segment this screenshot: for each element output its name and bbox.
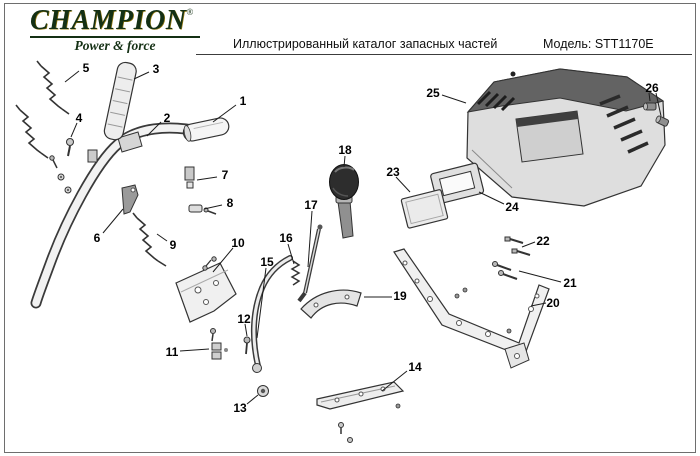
- registered-trademark-icon: ®: [186, 7, 194, 17]
- part-pin-8: [188, 204, 217, 215]
- part-label-4: 4: [76, 111, 83, 125]
- part-label-16: 16: [279, 231, 293, 245]
- part-shift-knob-18: [329, 164, 359, 239]
- part-lower-bracket: [316, 381, 405, 443]
- part-rod-17: [297, 224, 323, 303]
- part-spring-lower-left: [15, 104, 49, 159]
- part-label-5: 5: [83, 61, 90, 75]
- part-bushings: [643, 102, 670, 127]
- part-screws-22: [504, 236, 531, 256]
- part-hand-grip: [182, 117, 230, 142]
- part-support-frame: [393, 248, 550, 369]
- part-label-22: 22: [536, 234, 550, 248]
- part-bracket-7: [184, 166, 195, 189]
- part-label-13: 13: [233, 401, 247, 415]
- part-label-9: 9: [170, 238, 177, 252]
- part-label-21: 21: [563, 276, 577, 290]
- part-upper-grip: [103, 61, 137, 141]
- part-label-10: 10: [231, 236, 245, 250]
- leader-lines: [64, 70, 662, 405]
- part-spring-16: [290, 260, 301, 286]
- part-washer-13: [257, 385, 269, 397]
- part-mounting-plate: [175, 256, 237, 342]
- part-handlebar-tube: [30, 122, 209, 309]
- model-label: Модель: STT1170E: [543, 37, 654, 51]
- brand-name: CHAMPION: [30, 5, 187, 36]
- part-curved-bracket-19: [300, 289, 362, 319]
- part-label-7: 7: [222, 168, 229, 182]
- part-dashboard-panel: [466, 68, 666, 207]
- part-label-19: 19: [393, 289, 407, 303]
- part-label-25: 25: [426, 86, 440, 100]
- part-label-1: 1: [240, 94, 247, 108]
- logo-underline: [30, 36, 200, 38]
- part-frame-plate: [430, 162, 485, 205]
- part-screws-21: [492, 261, 518, 280]
- champion-logo: CHAMPION® Power & force: [30, 7, 200, 54]
- part-clamp-11: [211, 342, 228, 360]
- part-small-panel: [400, 189, 449, 229]
- brand-row: CHAMPION®: [30, 7, 200, 35]
- part-lever-6: [121, 184, 139, 215]
- part-label-24: 24: [505, 200, 519, 214]
- catalog-title: Иллюстрированный каталог запасных частей: [233, 37, 498, 51]
- part-label-11: 11: [166, 345, 179, 359]
- header-divider: [196, 54, 692, 55]
- part-label-26: 26: [645, 81, 659, 95]
- part-bolt-4: [49, 138, 98, 194]
- part-label-3: 3: [153, 62, 160, 76]
- part-label-18: 18: [338, 143, 352, 157]
- part-label-6: 6: [94, 231, 101, 245]
- part-label-8: 8: [227, 196, 234, 210]
- part-label-23: 23: [386, 165, 400, 179]
- part-label-20: 20: [546, 296, 560, 310]
- part-label-17: 17: [304, 198, 318, 212]
- part-label-12: 12: [237, 312, 251, 326]
- part-spring-9: [132, 212, 167, 267]
- part-label-15: 15: [260, 255, 274, 269]
- part-shift-lever-15: [250, 255, 293, 373]
- part-label-2: 2: [164, 111, 171, 125]
- part-spring-upper: [36, 60, 70, 115]
- part-bolt-12: [243, 336, 251, 355]
- brand-tagline: Power & force: [74, 38, 156, 53]
- part-label-14: 14: [408, 360, 422, 374]
